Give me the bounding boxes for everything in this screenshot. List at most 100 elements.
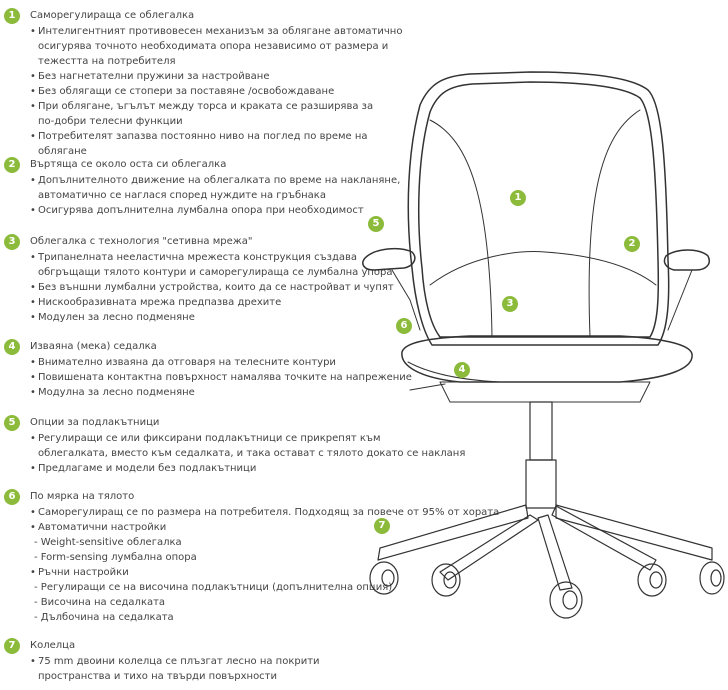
- section-title: Опции за подлакътници: [30, 417, 160, 428]
- bullet-dot-icon: •: [30, 71, 36, 82]
- feature-bullet-continuation: облягане: [4, 144, 472, 159]
- chair-callout-1: 1: [510, 190, 526, 206]
- feature-text: Нискообразивната мрежа предпазва дрехите: [38, 297, 282, 308]
- feature-section-7: 7 Колелца •75 mm двоини колелца се плъзгат…: [4, 638, 472, 684]
- bullet-dot-icon: •: [30, 297, 36, 308]
- chair-callout-2: 2: [624, 236, 640, 252]
- feature-text: Трипанелната нееластична мрежеста констр…: [38, 252, 358, 263]
- feature-text: облегалката, вместо към седалката, и так…: [38, 448, 466, 459]
- bullet-dot-icon: •: [30, 357, 36, 368]
- feature-text: Интелигентният противовесен механизъм за…: [38, 26, 403, 37]
- feature-bullet-continuation: обгръщащи тялото контури и саморегулиращ…: [4, 265, 472, 280]
- feature-text: 75 mm двоини колелца се плъзгат лесно на…: [38, 656, 320, 667]
- base-leg-front-left: [439, 514, 539, 581]
- feature-bullet: •Внимателно изваяна да отговаря на телес…: [4, 355, 472, 370]
- bullet-dot-icon: •: [30, 282, 36, 293]
- feature-bullet-list: •Саморегулиращ се по размера на потребит…: [4, 505, 499, 625]
- feature-text: тежестта на потребителя: [38, 56, 176, 67]
- feature-text: - Дълбочина на седалката: [34, 612, 174, 623]
- caster-3: [549, 581, 583, 619]
- feature-bullet-continuation: осигурява точното необходимата опора нез…: [4, 39, 472, 54]
- feature-subitem: - Регулиращи се на височина подлакътници…: [4, 580, 472, 595]
- bullet-dot-icon: •: [30, 26, 36, 37]
- caster-2: [431, 563, 461, 597]
- base-leg-front-right: [551, 505, 657, 571]
- feature-bullet: •Саморегулиращ се по размера на потребит…: [4, 505, 499, 520]
- feature-text: Модулна за лесно подменяне: [38, 387, 195, 398]
- bullet-dot-icon: •: [30, 175, 36, 186]
- feature-bullet-continuation: пространства и тихо на твърди повърхност…: [4, 669, 472, 684]
- feature-bullet-continuation: по-добри телесни функции: [4, 114, 472, 129]
- mesh-panel-left: [429, 119, 493, 338]
- feature-bullet: •Осигурява допълнителна лумбална опора п…: [4, 203, 472, 218]
- feature-bullet: •При облягане, ъгълът между торса и крак…: [4, 99, 472, 114]
- feature-text: - Weight-sensitive облегалка: [34, 537, 182, 548]
- section-number-badge: 7: [4, 638, 20, 654]
- section-number-badge: 1: [4, 8, 20, 24]
- chair-callout-3: 3: [502, 296, 518, 312]
- section-title: Изваяна (мека) седалка: [30, 341, 157, 352]
- section-number-badge: 6: [4, 489, 20, 505]
- feature-text: Внимателно изваяна да отговаря на телесн…: [38, 357, 336, 368]
- feature-bullet-list: •75 mm двоини колелца се плъзгат лесно н…: [4, 654, 472, 684]
- section-title: Облегалка с технология "сетивна мрежа": [30, 236, 253, 247]
- base-leg-left: [377, 504, 529, 561]
- feature-text: пространства и тихо на твърди повърхност…: [38, 671, 278, 682]
- bullet-dot-icon: •: [30, 656, 36, 667]
- feature-bullet: •Трипанелната нееластична мрежеста конст…: [4, 250, 472, 265]
- feature-subitem: - Дълбочина на седалката: [4, 610, 472, 625]
- feature-text: Предлагаме и модели без подлакътници: [38, 463, 257, 474]
- feature-bullet: •Модулна за лесно подменяне: [4, 385, 472, 400]
- feature-bullet: •Интелигентният противовесен механизъм з…: [4, 24, 472, 39]
- feature-bullet: •Без нагнетателни пружини за настройване: [4, 69, 472, 84]
- armrest-right: [663, 249, 710, 271]
- feature-text: Повишената контактна повърхност намалява…: [38, 372, 412, 383]
- seat-edge: [407, 361, 501, 383]
- feature-bullet: •Автоматични настройки: [4, 520, 472, 535]
- feature-text: автоматично се наглася според нуждите на…: [38, 190, 326, 201]
- section-title: Саморегулираща се облегалка: [30, 10, 195, 21]
- section-header: 7 Колелца: [4, 638, 472, 654]
- section-header: 1 Саморегулираща се облегалка: [4, 8, 472, 24]
- bullet-dot-icon: •: [30, 101, 36, 112]
- armrest-left-arm: [391, 269, 421, 331]
- feature-text: При облягане, ъгълът между торса и крака…: [38, 101, 374, 112]
- bullet-dot-icon: •: [30, 522, 36, 533]
- office-chair-illustration: [362, 71, 725, 619]
- feature-text: Потребителят запазва постоянно ниво на п…: [38, 131, 368, 142]
- feature-bullet: •Без външни лумбални устройства, които д…: [4, 280, 472, 295]
- backrest-frame: [407, 71, 670, 346]
- backrest-inner: [417, 81, 660, 338]
- section-number-badge: 2: [4, 157, 20, 173]
- feature-text: Допълнителното движение на облегалката п…: [38, 175, 401, 186]
- feature-text: Осигурява допълнителна лумбална опора пр…: [38, 205, 364, 216]
- feature-bullet-list: •Регулиращи се или фиксирани подлакътниц…: [4, 431, 472, 476]
- bullet-dot-icon: •: [30, 312, 36, 323]
- tilt-lever: [409, 383, 446, 391]
- feature-bullet-continuation: тежестта на потребителя: [4, 54, 472, 69]
- section-title: Въртяща се около оста си облегалка: [30, 159, 227, 170]
- caster-5: [699, 561, 725, 595]
- feature-text: Без външни лумбални устройства, които да…: [38, 282, 394, 293]
- feature-text: Автоматични настройки: [38, 522, 167, 533]
- feature-text: Без облягащи се стопери за поставяне /ос…: [38, 86, 335, 97]
- feature-bullet: •Модулен за лесно подменяне: [4, 310, 472, 325]
- caster-1: [369, 561, 399, 595]
- bullet-dot-icon: •: [30, 463, 36, 474]
- bullet-dot-icon: •: [30, 205, 36, 216]
- bullet-dot-icon: •: [30, 252, 36, 263]
- feature-text: Модулен за лесно подменяне: [38, 312, 195, 323]
- section-title: Колелца: [30, 640, 76, 651]
- bullet-dot-icon: •: [30, 86, 36, 97]
- feature-bullet: •Нискообразивната мрежа предпазва дрехит…: [4, 295, 472, 310]
- feature-subitem: - Височина на седалката: [4, 595, 472, 610]
- base-leg-front: [537, 514, 573, 591]
- feature-text: Саморегулиращ се по размера на потребите…: [38, 507, 500, 518]
- feature-bullet: •Предлагаме и модели без подлакътници: [4, 461, 472, 476]
- caster-4: [637, 563, 667, 597]
